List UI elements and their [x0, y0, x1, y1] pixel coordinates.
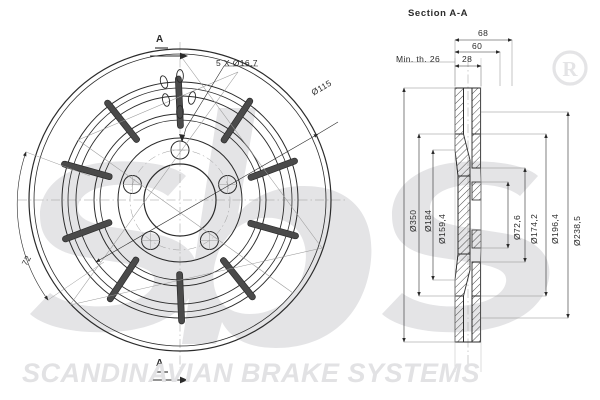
dim-hat-outer: Ø184 [423, 209, 433, 232]
section-aa-view [454, 58, 482, 372]
section-marker-letter-top: A [156, 34, 164, 45]
dim-center-bore: Ø72,6 [512, 214, 522, 240]
dim-vent-outer: Ø238,5 [572, 215, 582, 246]
brake-disc-face-view [18, 42, 345, 368]
face-view-dimensions [16, 47, 339, 384]
dim-outer-diameter: Ø350 [408, 209, 418, 232]
vent-marks [159, 69, 197, 119]
registered-trademark-icon: R [552, 50, 588, 86]
slot-angle-arc [16, 151, 49, 301]
dim-vent-mid: Ø196,4 [550, 213, 560, 244]
dim-hat-inner: Ø159,4 [437, 213, 447, 244]
section-vertical-dimensions [402, 87, 570, 343]
hole-pattern-leader [181, 65, 225, 143]
section-marker-bottom [150, 371, 188, 384]
section-marker-top [150, 47, 188, 60]
slot-layout-guides [69, 54, 323, 306]
brand-wordmark: SCANDINAVIAN BRAKE SYSTEMS [22, 358, 481, 388]
min-thickness-note: Min. th. 26 [396, 54, 441, 64]
section-title: Section A-A [408, 8, 469, 19]
dim-disc-thickness: 28 [462, 54, 473, 64]
hole-pattern-callout: 5 X Ø16,7 [216, 58, 258, 68]
section-marker-letter-bottom: A [156, 358, 164, 369]
section-horizontal-dimensions [398, 38, 513, 86]
svg-text:R: R [562, 57, 578, 81]
dim-overall-width: 68 [478, 28, 489, 38]
dim-hat-to-face: 60 [472, 41, 483, 51]
dim-vent-inner: Ø174,2 [529, 213, 539, 244]
bolt-circle-leader [95, 133, 319, 263]
